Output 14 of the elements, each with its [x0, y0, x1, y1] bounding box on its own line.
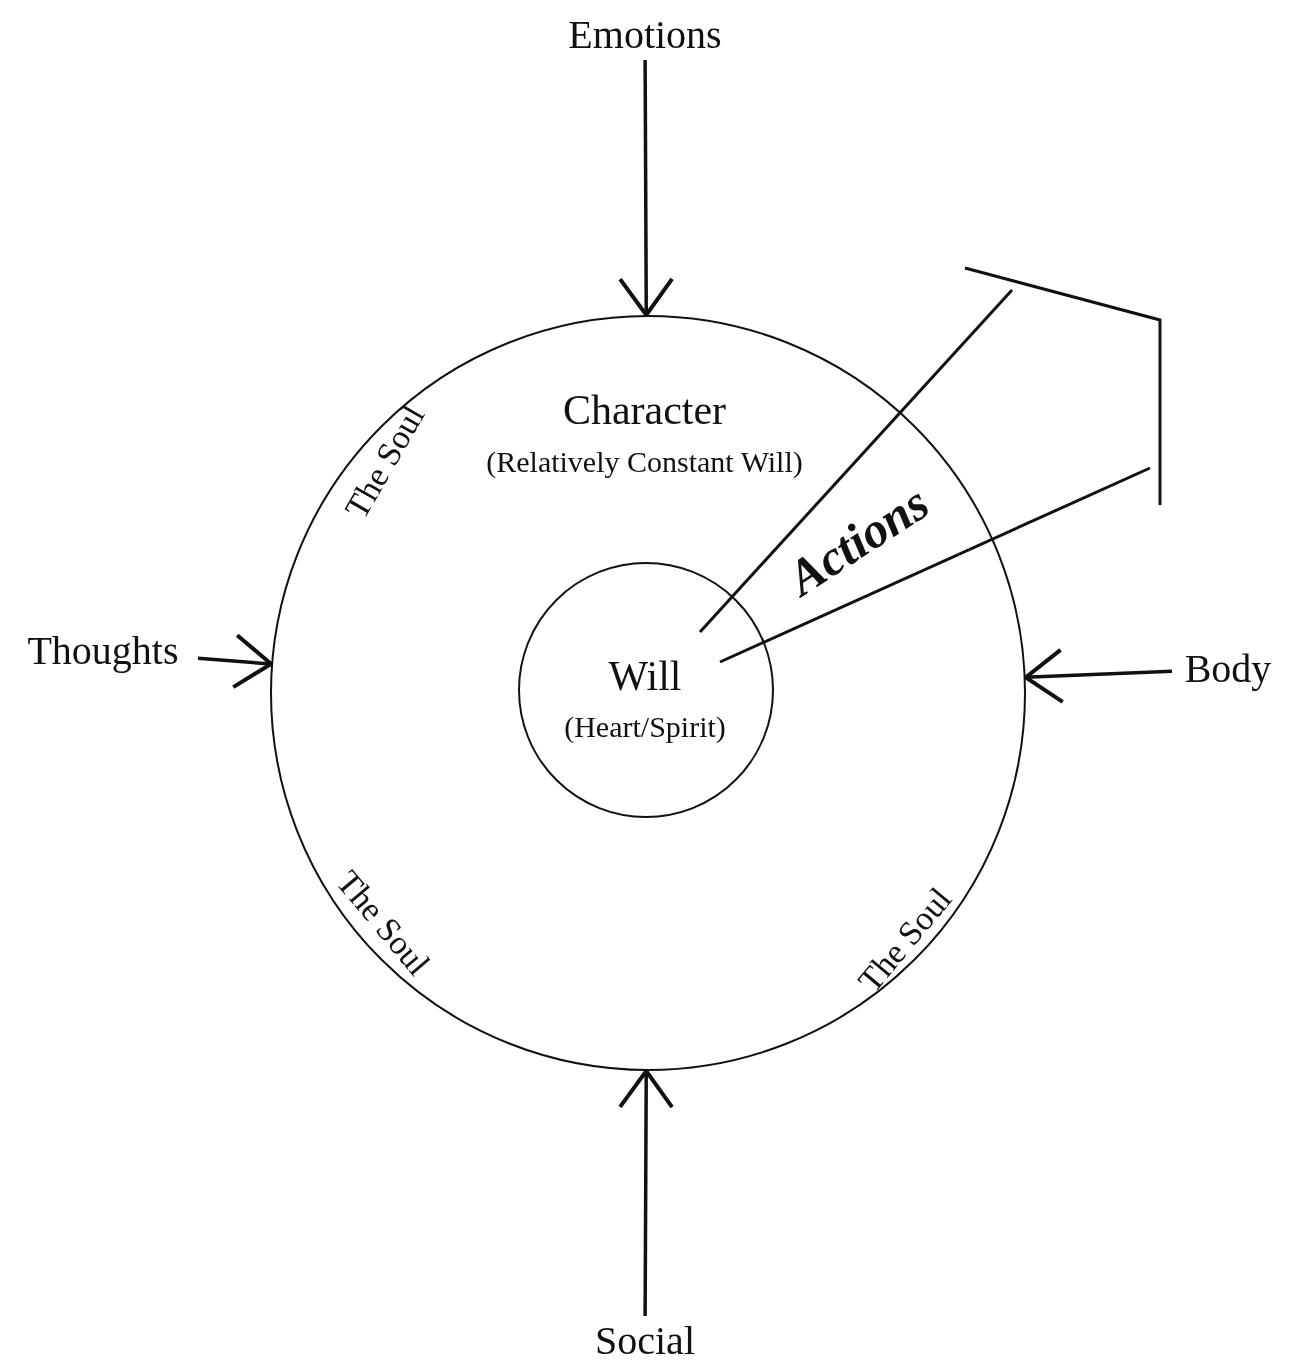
arrow [618, 60, 675, 317]
thoughts-label: Thoughts [27, 631, 179, 671]
body-label: Body [1184, 649, 1272, 689]
will-circle [517, 561, 774, 818]
arrow [618, 1069, 675, 1316]
social-label: Social [595, 1321, 695, 1361]
will-label: Will [608, 655, 682, 697]
arrow [197, 633, 274, 690]
character-label: Character [562, 388, 727, 431]
emotions-label: Emotions [568, 15, 722, 55]
will-subtitle: (Heart/Spirit) [564, 712, 726, 742]
soul-circle [270, 315, 1026, 1071]
character-subtitle: (Relatively Constant Will) [486, 446, 803, 477]
arrow [1023, 647, 1173, 704]
